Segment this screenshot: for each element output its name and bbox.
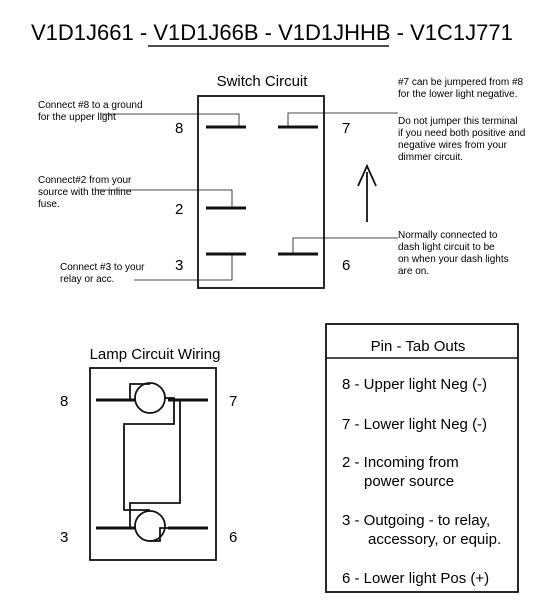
diagram-title: V1D1J661 - V1D1J66B - V1D1JHHB - V1C1J77…	[31, 20, 513, 45]
switch-circuit: Switch Circuit 8 7 2 3 6 Connect #8 to a…	[38, 73, 528, 289]
pin-row-2: 2 - Incoming from power source	[342, 454, 463, 490]
lamp-body	[89, 367, 217, 561]
switch-pin-7: 7	[342, 120, 350, 137]
switch-pin-3: 3	[175, 257, 183, 274]
lamp-pin-6: 6	[229, 529, 237, 546]
title-part-2: V1D1J66B	[153, 20, 258, 45]
title-part-4: V1C1J771	[410, 20, 513, 45]
note-pin-3: Connect #3 to your relay or acc.	[60, 262, 147, 285]
pin-tab-outs-table: Pin - Tab Outs 8 - Upper light Neg (-) 7…	[325, 323, 519, 593]
lamp-pin-7: 7	[229, 393, 237, 410]
lamp-wiring	[123, 383, 181, 542]
pin-row-6: 6 - Lower light Pos (+)	[342, 570, 489, 587]
leader-line-7	[287, 112, 398, 127]
title-sep-1: -	[134, 20, 154, 45]
pin-table-heading: Pin - Tab Outs	[371, 338, 466, 355]
switch-pin-6: 6	[342, 257, 350, 274]
pin-row-3: 3 - Outgoing - to relay, accessory, or e…	[342, 512, 501, 548]
upper-lamp-icon	[134, 382, 166, 414]
note-pin-8: Connect #8 to a ground for the upper lig…	[38, 100, 145, 123]
note-pin-7-warning: Do not jumper this terminal if you need …	[398, 116, 528, 163]
switch-pin-2: 2	[175, 201, 183, 218]
leader-line-3	[134, 254, 233, 281]
title-part-1: V1D1J661	[31, 20, 134, 45]
lamp-pin-3: 3	[60, 529, 68, 546]
title-sep-3: -	[391, 20, 411, 45]
lamp-pin-8: 8	[60, 393, 68, 410]
switch-pin-8: 8	[175, 120, 183, 137]
note-pin-6: Normally connected to dash light circuit…	[398, 230, 511, 277]
title-part-3: V1D1JHHB	[278, 20, 390, 45]
note-pin-2: Connect#2 from your source with the inli…	[38, 175, 134, 210]
switch-circuit-heading: Switch Circuit	[217, 73, 309, 90]
lamp-circuit: Lamp Circuit Wiring 8 7 3 6	[60, 346, 237, 561]
title-sep-2: -	[259, 20, 279, 45]
up-arrow-head	[357, 163, 377, 187]
leader-line-2	[97, 189, 233, 208]
note-pin-7-jumper: #7 can be jumpered from #8 for the lower…	[398, 77, 526, 100]
leader-line-8	[100, 113, 240, 127]
pin-table-border	[325, 323, 519, 593]
leader-line-6	[292, 237, 398, 254]
pin-row-7: 7 - Lower light Neg (-)	[342, 416, 487, 433]
lamp-circuit-heading: Lamp Circuit Wiring	[90, 346, 221, 363]
switch-body	[197, 95, 325, 289]
pin-row-8: 8 - Upper light Neg (-)	[342, 376, 487, 393]
